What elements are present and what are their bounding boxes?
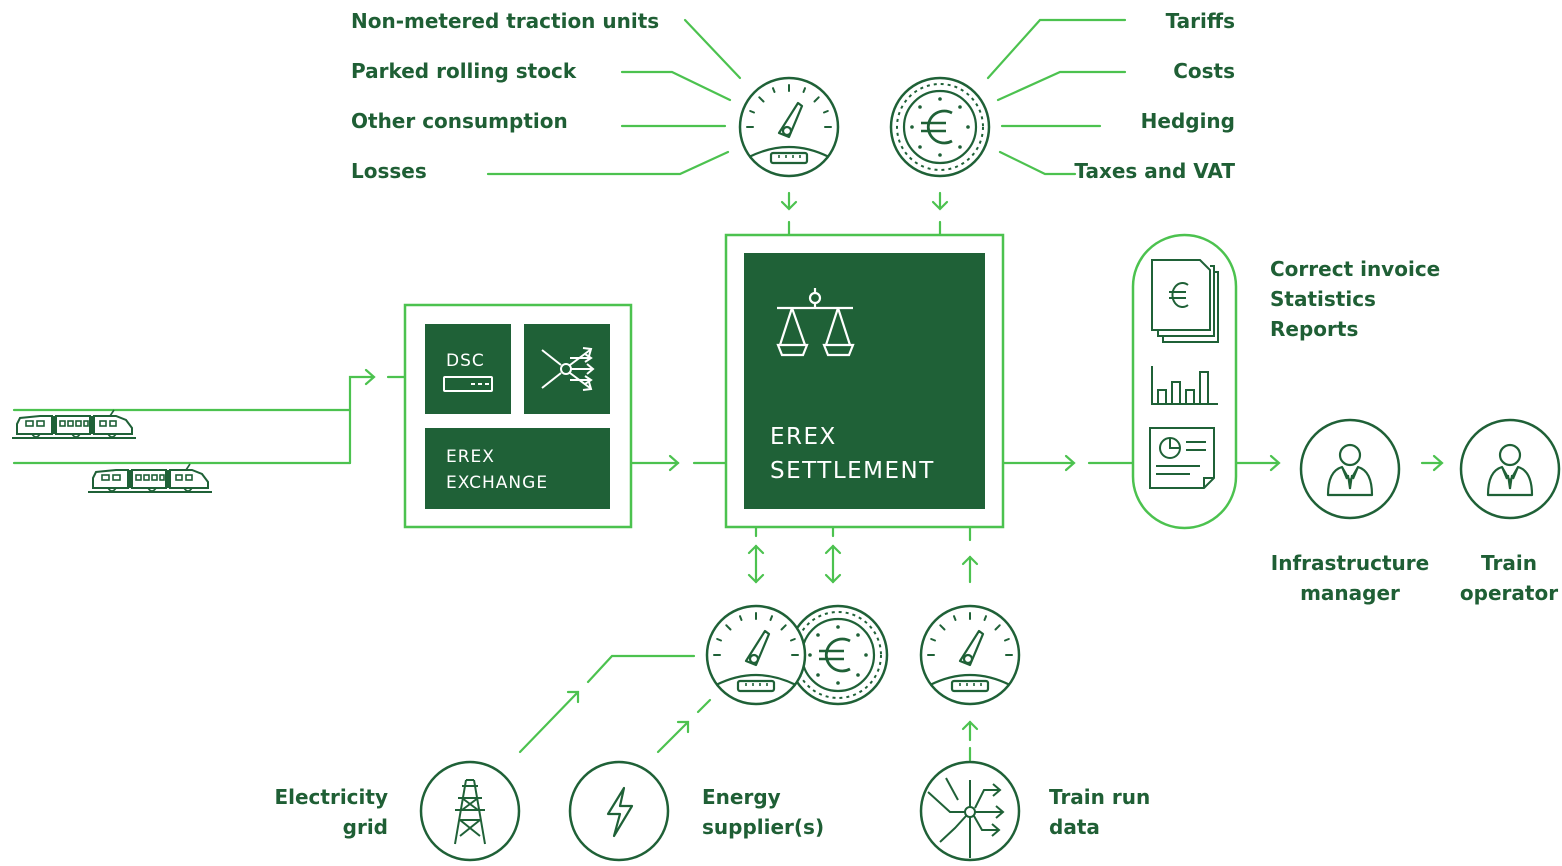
euro-coin-icon bbox=[889, 76, 991, 178]
grid-label-line2: grid bbox=[342, 815, 388, 839]
report-icon bbox=[1149, 427, 1215, 489]
grid-label-line1: Electricity bbox=[274, 785, 388, 809]
losses-label: Losses bbox=[351, 159, 427, 183]
gauge-icon bbox=[919, 604, 1021, 706]
network-switch-tile bbox=[524, 324, 610, 414]
output-correct-invoice: Correct invoice bbox=[1270, 257, 1441, 281]
train-icon bbox=[87, 463, 213, 493]
output-reports: Reports bbox=[1270, 317, 1359, 341]
output-documents[interactable] bbox=[1131, 233, 1238, 530]
gauge-icon bbox=[705, 604, 807, 706]
infra-label-line1: Infrastructure bbox=[1270, 551, 1430, 575]
settlement-label-line2: SETTLEMENT bbox=[770, 458, 935, 484]
non-metered-label: Non-metered traction units bbox=[351, 9, 660, 33]
lightning-icon[interactable] bbox=[568, 760, 670, 862]
gauge-icon bbox=[738, 76, 840, 178]
tariffs-label: Tariffs bbox=[1165, 9, 1235, 33]
dsc-tile bbox=[425, 324, 511, 414]
person-icon[interactable] bbox=[1299, 418, 1401, 520]
route-map-icon[interactable] bbox=[919, 760, 1021, 862]
costs-label: Costs bbox=[1173, 59, 1235, 83]
supplier-label-line1: Energy bbox=[702, 785, 781, 809]
train-run-label-line1: Train run bbox=[1049, 785, 1151, 809]
train-operator-label-line1: Train bbox=[1481, 551, 1537, 575]
train-run-label-line2: data bbox=[1049, 815, 1100, 839]
output-statistics: Statistics bbox=[1270, 287, 1376, 311]
person-icon[interactable] bbox=[1459, 418, 1561, 520]
erex-settlement-block[interactable] bbox=[724, 233, 1005, 529]
dsc-label: DSC bbox=[446, 351, 485, 371]
exchange-label-line2: EXCHANGE bbox=[446, 473, 548, 493]
train-icon bbox=[11, 409, 137, 439]
invoice-icon bbox=[1151, 259, 1219, 343]
taxes-label: Taxes and VAT bbox=[1074, 159, 1235, 183]
other-consumption-label: Other consumption bbox=[351, 109, 568, 133]
settlement-label-line1: EREX bbox=[770, 424, 837, 450]
erex-exchange-block[interactable] bbox=[403, 303, 633, 529]
parked-label: Parked rolling stock bbox=[351, 59, 577, 83]
infra-label-line2: manager bbox=[1300, 581, 1400, 605]
pylon-icon[interactable] bbox=[419, 760, 521, 862]
hedging-label: Hedging bbox=[1140, 109, 1235, 133]
network-switch-icon bbox=[541, 347, 595, 391]
supplier-label-line2: supplier(s) bbox=[702, 815, 825, 839]
exchange-tile bbox=[425, 428, 610, 509]
train-operator-label-line2: operator bbox=[1459, 581, 1559, 605]
exchange-label-line1: EREX bbox=[446, 447, 495, 467]
bar-chart-icon bbox=[1151, 366, 1218, 405]
scales-icon bbox=[776, 288, 855, 357]
connector-lines bbox=[12, 18, 1444, 762]
